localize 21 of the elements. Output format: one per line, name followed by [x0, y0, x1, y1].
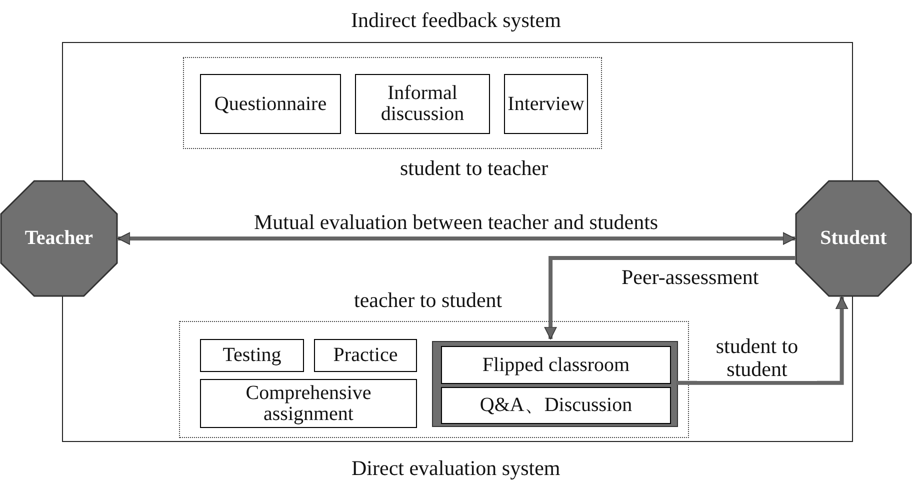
arrow	[118, 232, 796, 245]
group-title: teacher to student	[354, 288, 502, 312]
dashed-group-box	[179, 321, 689, 438]
group-title: Direct evaluation system	[352, 456, 560, 480]
group-title: student to teacher	[400, 156, 548, 180]
text-box: Comprehensive assignment	[200, 379, 417, 428]
arrow	[676, 296, 848, 385]
text-box: Interview	[504, 74, 588, 134]
group-title: Indirect feedback system	[351, 8, 561, 32]
arrow	[544, 256, 795, 340]
text-box: Informal discussion	[355, 74, 490, 134]
edge-label: student to student	[697, 335, 817, 381]
highlight-box	[432, 341, 678, 427]
octagon-node: Student	[795, 180, 912, 297]
text-box: Flipped classroom	[441, 346, 671, 384]
text-box: Questionnaire	[200, 74, 341, 134]
text-box: Practice	[314, 339, 417, 372]
dashed-group-box	[183, 57, 602, 149]
octagon-node: Teacher	[0, 180, 118, 297]
text-box: Q&A、Discussion	[441, 387, 671, 424]
text-box: Testing	[200, 339, 304, 372]
